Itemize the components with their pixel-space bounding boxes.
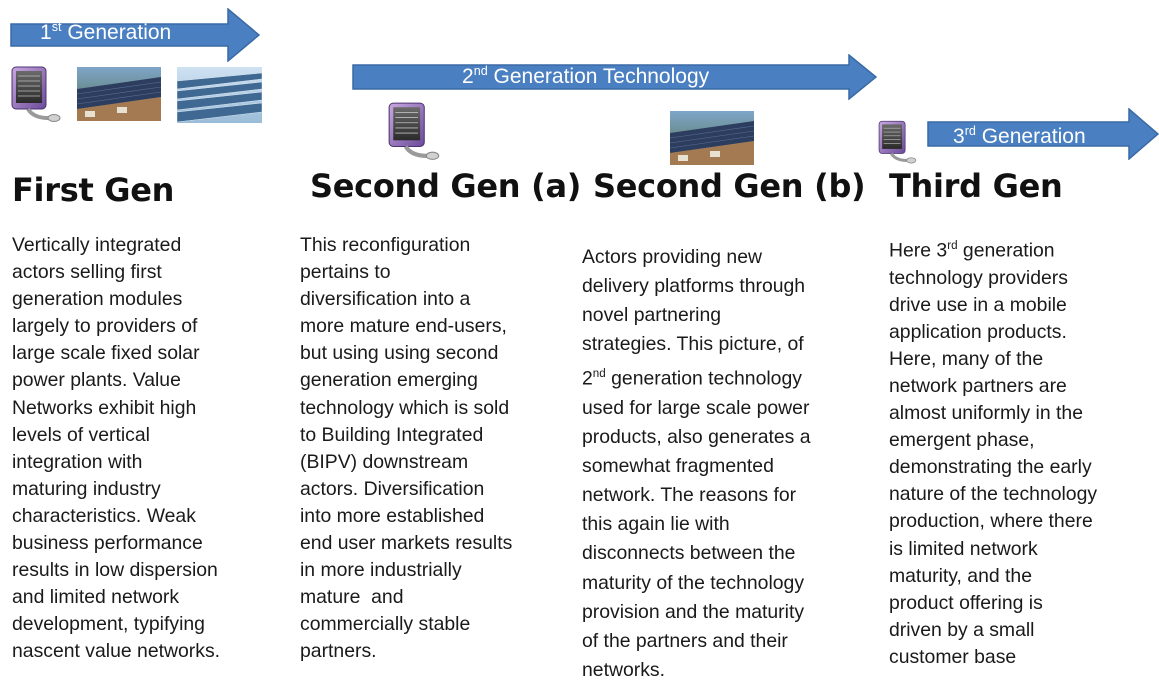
text-line: but using using second — [300, 342, 499, 365]
text-line: diversification into a — [300, 288, 471, 311]
text-line: technology providers — [889, 266, 1068, 289]
text-line: provision and the maturity — [582, 600, 805, 623]
gen1-arrow-label: 1st Generation — [40, 20, 172, 44]
text-line: networks. — [582, 658, 665, 681]
column-first-gen-text: Vertically integrated actors selling fir… — [12, 232, 220, 666]
text-line: business performance — [12, 532, 203, 555]
text-line: Networks exhibit high — [12, 396, 197, 419]
text-line: nascent value networks. — [12, 640, 221, 663]
text-line: This reconfiguration — [300, 234, 471, 256]
text-line: (BIPV) downstream — [300, 450, 469, 473]
text-line: network. The reasons for — [582, 484, 797, 507]
text-line: demonstrating the early — [889, 456, 1092, 479]
heading-first-gen: First Gen — [12, 171, 175, 209]
text-line: Actors providing new — [582, 246, 762, 268]
heading-second-gen-b: Second Gen (b) — [593, 167, 866, 205]
column-second-gen-a-text: This reconfiguration pertains to diversi… — [300, 232, 512, 666]
gen3-arrow — [927, 108, 1159, 160]
text-line: into more established — [300, 504, 485, 527]
gen3-arrow-label: 3rd Generation — [953, 124, 1086, 148]
text-line: Here 3rd generation — [889, 239, 1055, 262]
text-line: generation emerging — [300, 369, 478, 392]
solar-device-icon — [11, 66, 61, 122]
solar-device-icon — [388, 102, 440, 160]
solar-roof-photo — [670, 111, 754, 165]
heading-third-gen: Third Gen — [889, 167, 1063, 205]
text-line: to Building Integrated — [300, 423, 484, 446]
solar-roof-photo — [77, 67, 161, 121]
text-line: application products. — [889, 320, 1067, 343]
text-line: is limited network — [889, 537, 1038, 560]
text-line: characteristics. Weak — [12, 504, 196, 527]
solar-device-icon — [878, 120, 917, 164]
text-line: generation modules — [12, 288, 183, 311]
text-line: of the partners and their — [582, 629, 788, 652]
text-line: integration with — [12, 450, 143, 473]
gen2-arrow-label: 2nd Generation Technology — [462, 64, 710, 88]
text-line: large scale fixed solar — [12, 342, 200, 365]
text-line: mature and — [300, 586, 404, 609]
text-line: maturing industry — [12, 477, 161, 500]
text-line: 2nd generation technology — [582, 367, 802, 390]
text-line: development, typifying — [12, 613, 205, 636]
text-line: drive use in a mobile — [889, 293, 1067, 316]
column-third-gen-text: Here 3rd generation technology providers… — [889, 232, 1097, 671]
text-line: emergent phase, — [889, 429, 1035, 452]
text-line: levels of vertical — [12, 423, 150, 446]
gen2-arrow — [352, 54, 877, 100]
text-line: commercially stable — [300, 613, 471, 636]
text-line: delivery platforms through — [582, 275, 806, 298]
text-line: end user markets results — [300, 532, 513, 555]
text-line: maturity, and the — [889, 564, 1032, 587]
solar-field-photo — [177, 67, 262, 123]
column-second-gen-b-text: Actors providing new delivery platforms … — [582, 243, 811, 685]
text-line: in more industrially — [300, 559, 462, 582]
text-line: novel partnering — [582, 304, 722, 327]
text-line: disconnects between the — [582, 542, 796, 565]
text-line: actors selling first — [12, 261, 162, 284]
text-line: pertains to — [300, 261, 391, 284]
text-line: used for large scale power — [582, 396, 810, 419]
text-line: maturity of the technology — [582, 571, 805, 594]
text-line: product offering is — [889, 591, 1043, 614]
text-line: technology which is sold — [300, 396, 510, 419]
text-line: this again lie with — [582, 513, 730, 536]
text-line: products, also generates a — [582, 426, 811, 449]
text-line: power plants. Value — [12, 369, 181, 392]
text-line: and limited network — [12, 586, 180, 609]
text-line: largely to providers of — [12, 315, 198, 338]
text-line: partners. — [300, 640, 377, 663]
text-line: network partners are — [889, 374, 1067, 397]
text-line: customer base — [889, 645, 1017, 668]
text-line: results in low dispersion — [12, 559, 218, 582]
text-line: strategies. This picture, of — [582, 333, 804, 356]
text-line: almost uniformly in the — [889, 402, 1083, 425]
text-line: actors. Diversification — [300, 477, 485, 500]
text-line: more mature end-users, — [300, 315, 507, 338]
text-line: production, where there — [889, 510, 1093, 533]
gen1-arrow — [10, 8, 260, 62]
text-line: somewhat fragmented — [582, 455, 774, 478]
text-line: Here, many of the — [889, 347, 1044, 370]
text-line: driven by a small — [889, 618, 1035, 641]
text-line: Vertically integrated — [12, 234, 182, 256]
text-line: nature of the technology — [889, 483, 1098, 506]
heading-second-gen-a: Second Gen (a) — [310, 167, 582, 205]
